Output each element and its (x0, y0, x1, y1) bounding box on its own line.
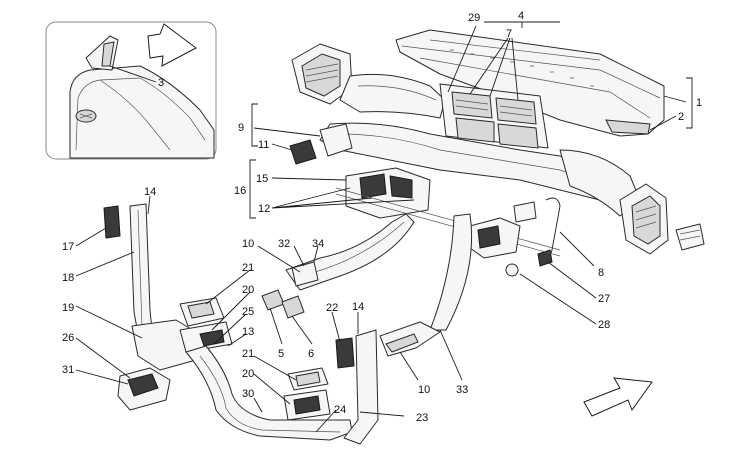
callout-3: 3 (158, 77, 164, 89)
part-6-pad (281, 295, 305, 319)
callout-27: 27 (598, 293, 610, 305)
callout-20-upper: 20 (242, 284, 254, 296)
callout-30: 30 (242, 388, 254, 400)
part-23-channel (343, 329, 379, 445)
part-32-connector (291, 261, 319, 287)
callout-25: 25 (242, 306, 254, 318)
part-22-actuator (335, 337, 355, 369)
callout-28: 28 (598, 319, 610, 331)
mid-distribution-duct (319, 122, 613, 201)
callout-10-upper: 10 (242, 238, 254, 250)
callout-21-lower: 21 (242, 348, 254, 360)
callout-14-left: 14 (144, 186, 156, 198)
callout-10-lower: 10 (418, 384, 430, 396)
callout-11: 11 (258, 139, 269, 151)
part-28-grommet (505, 263, 519, 277)
callout-20-lower: 20 (242, 368, 254, 380)
callout-17: 17 (62, 241, 74, 253)
part-31-grille (127, 373, 159, 397)
wiring-harness (335, 167, 561, 259)
callout-31: 31 (62, 364, 74, 376)
callout-29: 29 (468, 12, 480, 24)
part-5-pad (261, 289, 285, 311)
callout-9: 9 (238, 122, 244, 134)
inset-detail (45, 21, 217, 160)
upper-left-duct (339, 73, 446, 119)
callout-22: 22 (326, 302, 338, 314)
part-7-vent-b (495, 97, 537, 125)
leader-lines (75, 21, 693, 433)
part-7-vent-a (451, 91, 493, 119)
callout-2: 2 (678, 111, 684, 123)
callout-labels: 1 2 3 4 5 6 7 8 9 10 10 11 12 13 14 14 1… (62, 10, 702, 424)
callout-13: 13 (242, 326, 254, 338)
right-grille (675, 223, 705, 251)
callout-34: 34 (312, 238, 324, 250)
callout-18: 18 (62, 272, 74, 284)
callout-32: 32 (278, 238, 290, 250)
main-direction-arrow (583, 377, 653, 417)
callout-1: 1 (696, 97, 702, 109)
callout-21-upper: 21 (242, 262, 254, 274)
callout-26: 26 (62, 332, 74, 344)
lower-duct-assembly (103, 203, 473, 445)
part-11-clip (289, 139, 317, 165)
part-33-right-duct (429, 213, 473, 331)
part-18-rear-duct (129, 203, 153, 335)
callout-5: 5 (278, 348, 284, 360)
callout-7: 7 (506, 28, 512, 40)
callout-16: 16 (234, 185, 246, 197)
callout-19: 19 (62, 302, 74, 314)
part-9-vent (319, 123, 353, 157)
inset-arrow (147, 23, 197, 67)
callout-23: 23 (416, 412, 428, 424)
callout-14-right: 14 (352, 301, 364, 313)
callout-8: 8 (598, 267, 604, 279)
part-2-seal (605, 119, 651, 135)
callout-24: 24 (334, 404, 346, 416)
part-17-outlet (103, 205, 121, 239)
part-24-floor-duct (185, 345, 353, 441)
callout-33: 33 (456, 384, 468, 396)
callout-15: 15 (256, 173, 268, 185)
callout-6: 6 (308, 348, 314, 360)
sensor-block (513, 201, 537, 223)
callout-12: 12 (258, 203, 270, 215)
inset-panel (69, 65, 215, 159)
callout-4: 4 (518, 10, 524, 22)
